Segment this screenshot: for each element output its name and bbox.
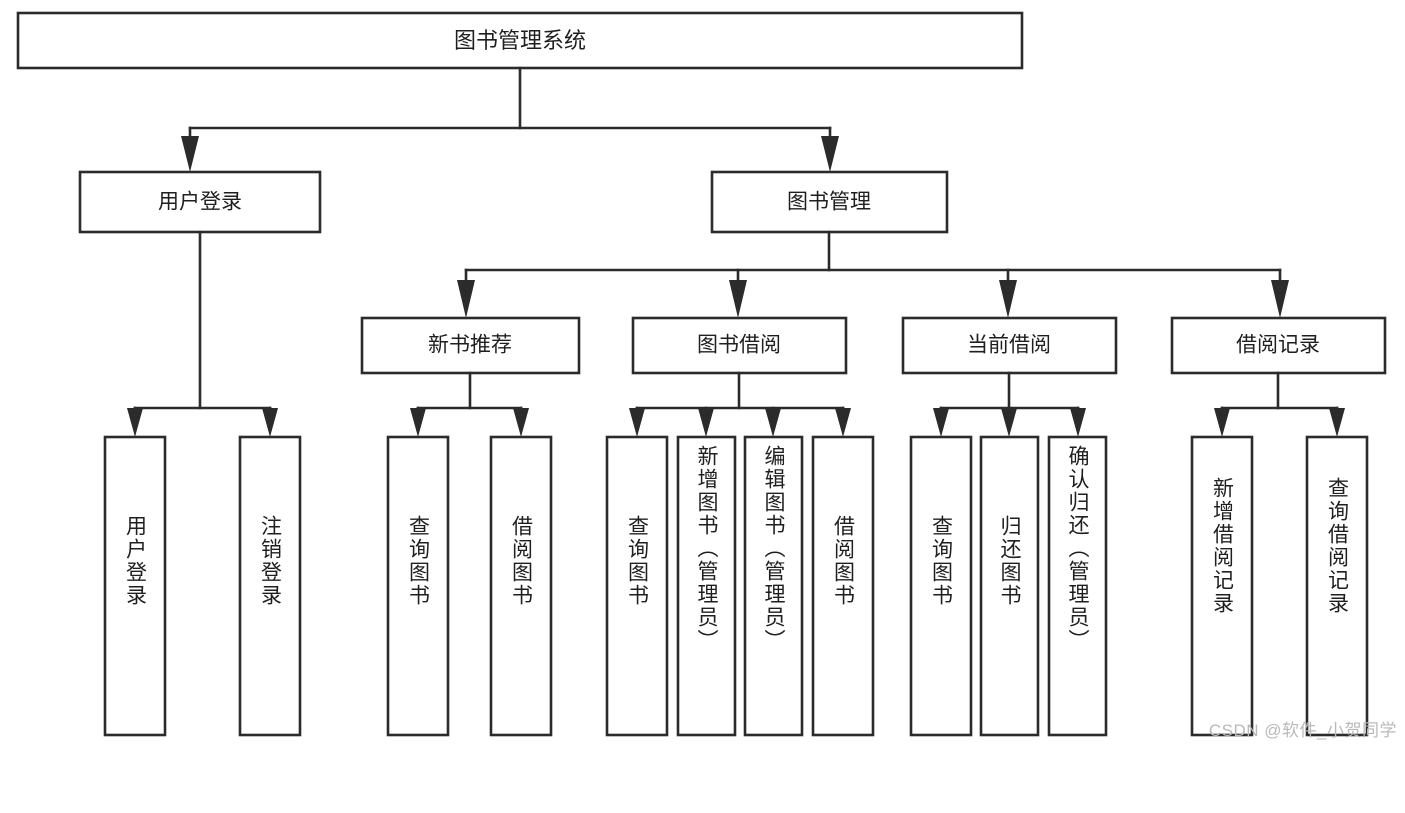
- node-book-borrow-box[interactable]: [631, 316, 848, 375]
- leaf-box-add-book[interactable]: [676, 435, 737, 737]
- leaf-box-user-login[interactable]: [103, 435, 167, 737]
- arrow-head-to-book-management: [821, 136, 839, 172]
- edge-new-book-recommend-to-leaves: [410, 371, 529, 437]
- edge-root-to-level2: [181, 66, 839, 172]
- edge-book-management-to-level3: [457, 230, 1289, 318]
- node-new-book-recommend-label: 新书推荐: [428, 334, 512, 357]
- node-new-book-recommend-box[interactable]: [360, 316, 581, 375]
- edge-borrow-record-to-leaves: [1214, 371, 1345, 437]
- node-new-book-recommend[interactable]: 新书推荐: [360, 316, 581, 375]
- node-root[interactable]: 图书管理系统: [16, 11, 1024, 70]
- arrow-head-leaf-confirm-return: [1070, 408, 1086, 437]
- csdn-watermark: CSDN @软件_小贺同学: [1208, 721, 1397, 740]
- arrow-head-to-user-login: [181, 136, 199, 172]
- node-user-login[interactable]: 用户登录: [78, 170, 322, 234]
- edge-current-borrow-to-leaves: [933, 371, 1086, 437]
- node-book-management[interactable]: 图书管理: [710, 170, 949, 234]
- arrow-head-leaf-borrow-book-1: [513, 408, 529, 437]
- arrow-head-leaf-return-book: [1001, 408, 1017, 437]
- arrow-head-leaf-borrow-book-2: [835, 408, 851, 437]
- leaf-box-borrow-book-2[interactable]: [811, 435, 875, 737]
- functional-structure-diagram: 图书管理系统 用户登录 图书管理: [16, 11, 1397, 740]
- node-borrow-record-box[interactable]: [1170, 316, 1387, 375]
- leaf-box-add-borrow-record[interactable]: [1190, 435, 1254, 737]
- node-borrow-record-label: 借阅记录: [1236, 334, 1320, 357]
- node-book-management-box[interactable]: [710, 170, 949, 234]
- node-borrow-record[interactable]: 借阅记录: [1170, 316, 1387, 375]
- arrow-head-to-borrow-record: [1271, 280, 1289, 318]
- edge-book-borrow-to-leaves: [629, 371, 851, 437]
- leaf-box-return-book[interactable]: [979, 435, 1040, 737]
- arrow-head-leaf-add-borrow-record: [1214, 408, 1230, 437]
- node-book-management-label: 图书管理: [787, 191, 871, 214]
- leaf-box-query-book-1[interactable]: [386, 435, 450, 737]
- edge-user-login-to-leaves: [127, 230, 278, 437]
- arrow-head-leaf-query-book-1: [410, 408, 426, 437]
- arrow-head-leaf-add-book: [698, 408, 714, 437]
- node-current-borrow-label: 当前借阅: [967, 334, 1051, 357]
- node-book-borrow-label: 图书借阅: [697, 334, 781, 357]
- node-current-borrow-box[interactable]: [901, 316, 1118, 375]
- arrow-head-to-current-borrow: [999, 280, 1017, 318]
- leaf-box-confirm-return[interactable]: [1047, 435, 1108, 737]
- leaf-box-query-book-3[interactable]: [909, 435, 973, 737]
- node-book-borrow[interactable]: 图书借阅: [631, 316, 848, 375]
- node-current-borrow[interactable]: 当前借阅: [901, 316, 1118, 375]
- arrow-head-to-book-borrow: [729, 280, 747, 318]
- arrow-head-leaf-query-book-3: [933, 408, 949, 437]
- leaf-box-edit-book[interactable]: [743, 435, 804, 737]
- leaf-box-logout-login[interactable]: [238, 435, 302, 737]
- arrow-head-leaf-edit-book: [765, 408, 781, 437]
- arrow-head-leaf-query-book-2: [629, 408, 645, 437]
- diagram-canvas: 图书管理系统 用户登录 图书管理: [16, 11, 1387, 737]
- node-root-label: 图书管理系统: [454, 28, 586, 53]
- node-user-login-label: 用户登录: [158, 191, 242, 214]
- arrow-head-to-new-book-recommend: [457, 280, 475, 318]
- node-root-box[interactable]: [16, 11, 1024, 70]
- leaf-box-query-borrow-record[interactable]: [1305, 435, 1369, 737]
- arrow-head-leaf-user-login: [127, 408, 143, 437]
- arrow-head-leaf-logout-login: [262, 408, 278, 437]
- leaf-box-query-book-2[interactable]: [605, 435, 669, 737]
- leaf-box-borrow-book-1[interactable]: [489, 435, 553, 737]
- arrow-head-leaf-query-borrow-record: [1329, 408, 1345, 437]
